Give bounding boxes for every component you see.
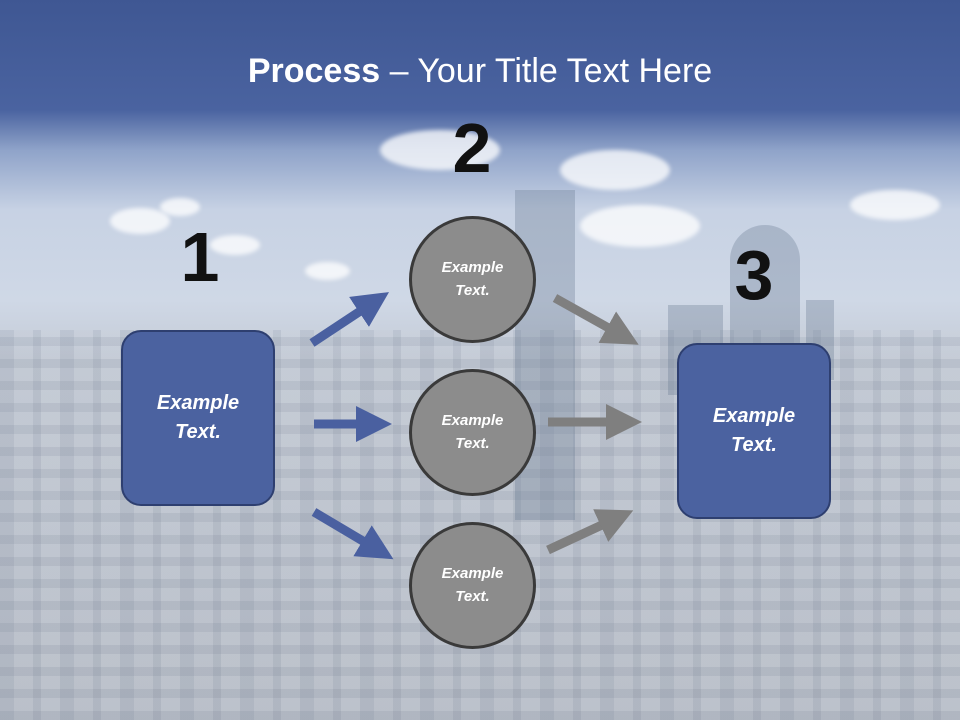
arrow-blue-up	[309, 292, 390, 347]
arrow-gray-down	[552, 294, 639, 345]
cloud	[580, 205, 700, 247]
cloud	[560, 150, 670, 190]
step-number-2: 2	[452, 109, 492, 187]
cloud	[850, 190, 940, 220]
slide-title[interactable]: Process – Your Title Text Here	[0, 52, 960, 91]
cloud	[210, 235, 260, 255]
right-process-box[interactable]: Example Text.	[677, 343, 831, 519]
cloud	[380, 130, 500, 170]
arrow-blue-down	[311, 508, 394, 560]
left-process-box[interactable]: Example Text.	[121, 330, 275, 506]
arrow-gray-up	[546, 509, 634, 555]
process-circle-middle[interactable]: Example Text.	[409, 369, 536, 496]
title-rest: – Your Title Text Here	[380, 52, 713, 90]
process-circle-top[interactable]: Example Text.	[409, 216, 536, 343]
cloud	[110, 208, 170, 234]
process-circle-bottom[interactable]: Example Text.	[409, 522, 536, 649]
cloud	[160, 198, 200, 216]
title-bold: Process	[247, 52, 381, 90]
step-number-1: 1	[180, 218, 220, 296]
step-number-3: 3	[734, 236, 774, 314]
cloud	[305, 262, 350, 280]
